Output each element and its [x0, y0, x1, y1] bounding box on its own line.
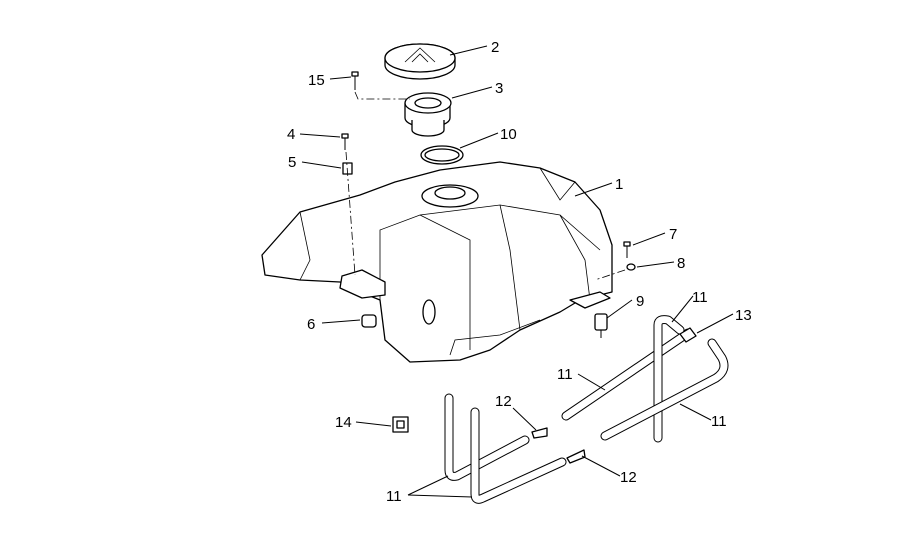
callout-12-left: 12 [495, 393, 512, 410]
callout-8: 8 [677, 255, 685, 272]
washer-8 [626, 263, 636, 271]
grommet-6 [361, 314, 377, 328]
screw-7 [623, 241, 631, 258]
callout-2: 2 [491, 39, 499, 56]
fuel-cap [384, 43, 456, 80]
callout-15: 15 [308, 72, 325, 89]
rubber-mount-9 [594, 313, 608, 338]
callout-1: 1 [615, 176, 623, 193]
fuel-tank [261, 161, 613, 363]
callout-4: 4 [287, 126, 295, 143]
screw-15 [351, 71, 359, 90]
callout-11-right: 11 [711, 413, 727, 430]
callout-12-right: 12 [620, 469, 637, 486]
callout-10: 10 [500, 126, 517, 143]
callout-11-bottom: 11 [386, 488, 402, 505]
filler-neck [404, 92, 452, 137]
callout-13: 13 [735, 307, 752, 324]
callout-3: 3 [495, 80, 503, 97]
callout-7: 7 [669, 226, 677, 243]
callout-6: 6 [307, 316, 315, 333]
hoses [444, 315, 729, 504]
callout-5: 5 [288, 154, 296, 171]
hose-clamp [420, 145, 464, 165]
screw-4 [341, 133, 349, 150]
leader-lines [299, 45, 734, 498]
callout-14: 14 [335, 414, 352, 431]
callout-11-middle: 11 [557, 366, 573, 383]
callout-9: 9 [636, 293, 644, 310]
callout-11-top: 11 [692, 289, 708, 306]
clip-14 [392, 416, 409, 433]
